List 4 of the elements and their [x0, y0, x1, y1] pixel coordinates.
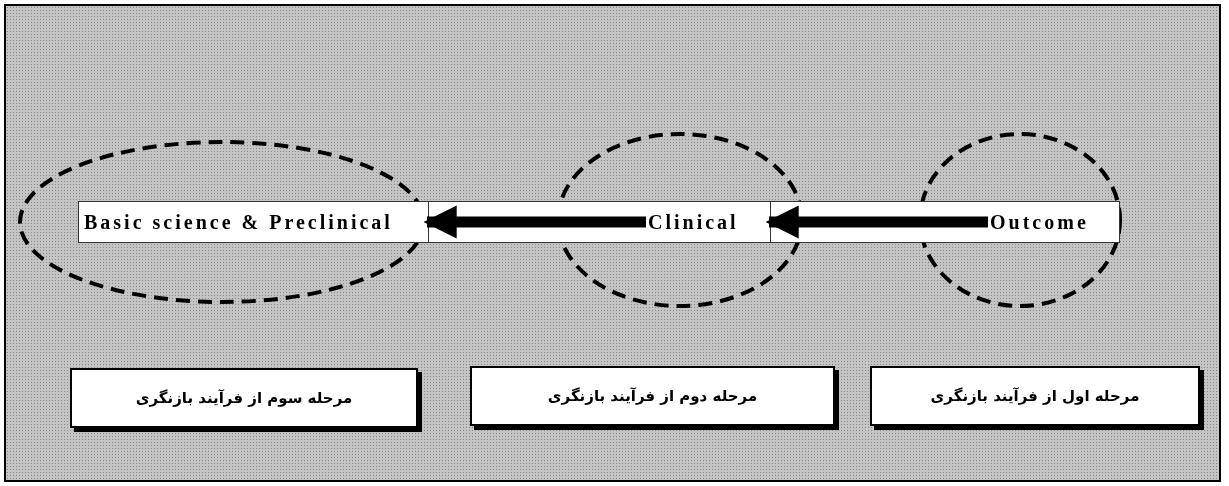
arrow: [423, 205, 646, 239]
stage-label: Basic science & Preclinical: [84, 201, 427, 243]
stage-label: Outcome: [990, 201, 1118, 243]
stage-label: Clinical: [648, 201, 769, 243]
